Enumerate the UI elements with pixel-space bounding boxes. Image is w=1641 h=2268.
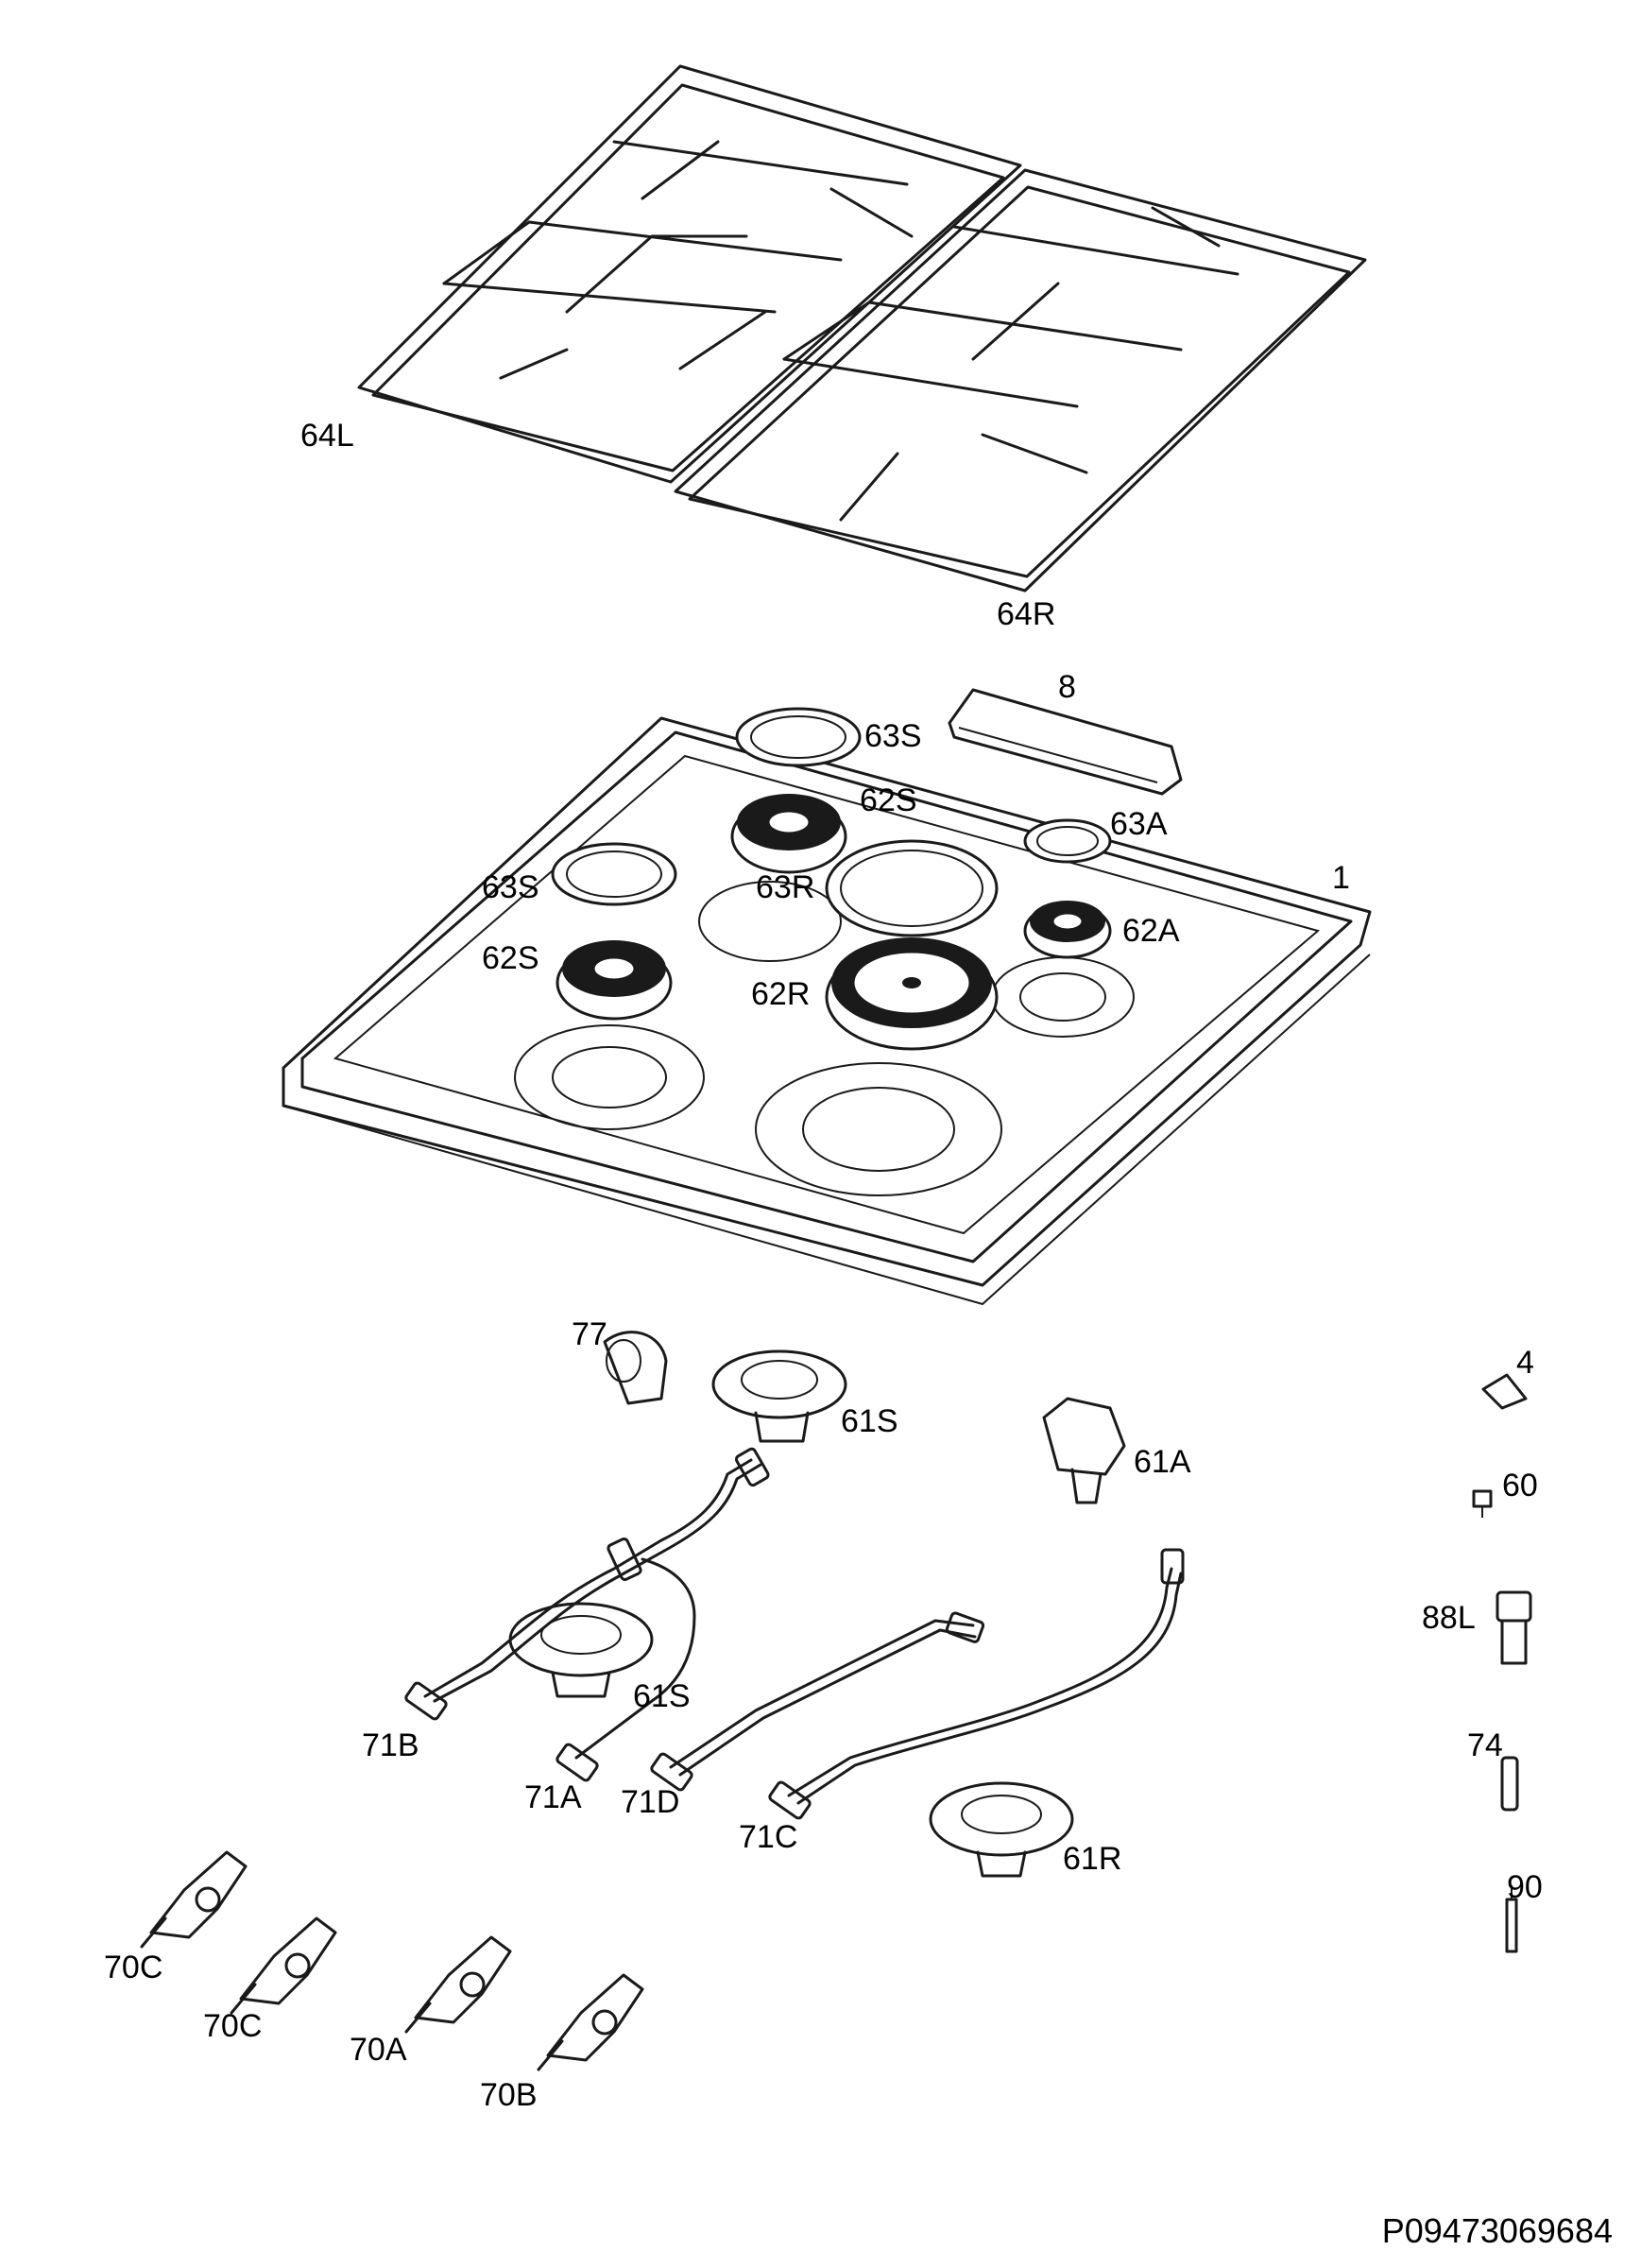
burner-wells bbox=[514, 881, 1135, 1196]
valve-c1-part bbox=[140, 1850, 248, 1949]
valve-a-part bbox=[404, 1935, 512, 2034]
burner-small-left-part bbox=[556, 940, 673, 1021]
label-burner-small-left: 62S bbox=[482, 940, 539, 976]
thermocouple-part bbox=[1500, 1756, 1519, 1812]
label-hob-panel: 1 bbox=[1332, 860, 1350, 896]
label-pipe-a: 71A bbox=[524, 1779, 582, 1815]
valve-b-part bbox=[537, 1973, 644, 2071]
label-burner-small-top: 62S bbox=[860, 782, 917, 818]
cap-aux-part bbox=[1023, 818, 1112, 864]
label-bracket: 8 bbox=[1058, 669, 1076, 705]
label-cap-small-top: 63S bbox=[864, 718, 922, 754]
burner-small-top-part bbox=[730, 794, 847, 874]
label-burner-rapid: 62R bbox=[751, 976, 811, 1012]
label-cap-aux: 63A bbox=[1110, 806, 1168, 842]
label-clip: 4 bbox=[1516, 1345, 1534, 1381]
burner-base-rapid-part bbox=[929, 1781, 1074, 1878]
label-burner-base-small-mid: 61S bbox=[633, 1678, 691, 1714]
label-valve-b: 70B bbox=[480, 2077, 538, 2113]
label-pipe-c: 71C bbox=[739, 1819, 798, 1855]
label-thermocouple: 74 bbox=[1467, 1727, 1503, 1763]
label-grate-right: 64R bbox=[997, 596, 1056, 632]
label-pipe-d: 71D bbox=[621, 1784, 680, 1820]
label-valve-c2: 70C bbox=[203, 2008, 263, 2044]
elbow-part bbox=[603, 1331, 668, 1405]
connector-part bbox=[1496, 1590, 1532, 1665]
label-cap-rapid: 63R bbox=[756, 869, 815, 905]
burner-base-aux-part bbox=[1042, 1397, 1126, 1504]
label-burner-base-small-top: 61S bbox=[841, 1403, 898, 1439]
label-screw: 60 bbox=[1502, 1468, 1538, 1503]
screw-part bbox=[1472, 1489, 1493, 1518]
valve-c2-part bbox=[230, 1916, 337, 2015]
burner-base-small-mid-part bbox=[508, 1602, 654, 1698]
burner-base-small-top-part bbox=[711, 1349, 847, 1443]
label-valve-c1: 70C bbox=[104, 1950, 163, 1985]
bracket-part bbox=[948, 688, 1183, 796]
gas-pipes bbox=[404, 1447, 1185, 1820]
cap-rapid-part bbox=[825, 839, 999, 937]
label-valve-a: 70A bbox=[350, 2032, 407, 2068]
label-cap-small-left: 63S bbox=[482, 869, 539, 905]
label-burner-base-aux: 61A bbox=[1134, 1444, 1191, 1480]
label-grate-left: 64L bbox=[300, 418, 354, 454]
label-burner-base-rapid: 61R bbox=[1063, 1841, 1122, 1877]
label-pipe-b: 71B bbox=[362, 1727, 419, 1763]
burner-rapid-part bbox=[825, 937, 999, 1051]
grate-left bbox=[357, 64, 1022, 484]
label-ignition-plug: 90 bbox=[1507, 1869, 1543, 1905]
label-burner-aux: 62A bbox=[1122, 913, 1180, 949]
cap-small-top-part bbox=[735, 707, 862, 767]
ignition-plug-part bbox=[1505, 1885, 1518, 1953]
burner-aux-part bbox=[1023, 901, 1112, 959]
clip-part bbox=[1481, 1373, 1528, 1410]
label-elbow: 77 bbox=[572, 1316, 607, 1352]
drawing-code: P09473069684 bbox=[1381, 2211, 1613, 2250]
label-connector: 88L bbox=[1422, 1600, 1476, 1636]
grate-right bbox=[674, 168, 1367, 593]
cap-small-left-part bbox=[551, 842, 677, 906]
